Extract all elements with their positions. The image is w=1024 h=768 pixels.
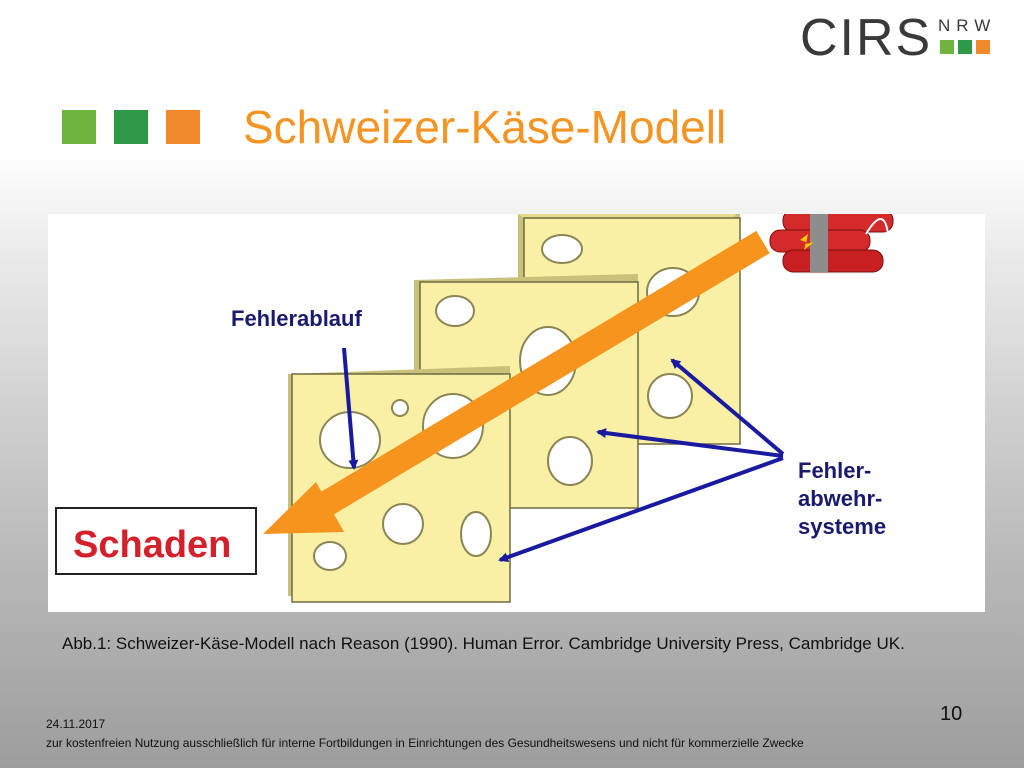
logo-suffix: NRW bbox=[938, 16, 997, 35]
fehlerablauf-pointer bbox=[342, 347, 359, 470]
dynamite-icon bbox=[769, 189, 894, 273]
cirs-nrw-logo: CIRS NRW bbox=[800, 9, 1010, 67]
title-square-2 bbox=[114, 110, 148, 144]
figure-caption: Abb.1: Schweizer-Käse-Modell nach Reason… bbox=[62, 634, 905, 653]
logo-text: CIRS bbox=[800, 9, 933, 67]
schaden-box bbox=[55, 507, 257, 575]
defense-pointer-front bbox=[498, 456, 784, 562]
label-fehlerabwehr-line-3: systeme bbox=[798, 514, 886, 539]
slide-title: Schweizer-Käse-Modell bbox=[243, 101, 727, 153]
label-fehlerabwehr-line-1: Fehler- bbox=[798, 458, 871, 483]
swiss-cheese-figure: Fehlerablauf Schaden Fehler- abwehr- sys… bbox=[48, 189, 985, 612]
defense-pointer-middle bbox=[596, 428, 784, 458]
swiss-cheese-diagram: Fehlerablauf Schaden Fehler- abwehr- sys… bbox=[55, 189, 894, 603]
error-path-arrow bbox=[263, 230, 770, 534]
logo-square-2 bbox=[958, 40, 972, 54]
defense-pointer-back bbox=[670, 358, 785, 456]
logo-square-1 bbox=[940, 40, 954, 54]
label-fehlerablauf: Fehlerablauf bbox=[231, 306, 362, 331]
logo-square-3 bbox=[976, 40, 990, 54]
page-number: 10 bbox=[940, 703, 963, 725]
footer-note: zur kostenfreien Nutzung ausschließlich … bbox=[46, 736, 804, 750]
label-fehlerabwehr-line-2: abwehr- bbox=[798, 486, 882, 511]
label-schaden: Schaden bbox=[73, 524, 231, 566]
logo-squares bbox=[940, 40, 990, 54]
title-squares bbox=[62, 110, 200, 144]
title-square-1 bbox=[62, 110, 96, 144]
footer-date: 24.11.2017 bbox=[46, 717, 106, 731]
title-square-3 bbox=[166, 110, 200, 144]
